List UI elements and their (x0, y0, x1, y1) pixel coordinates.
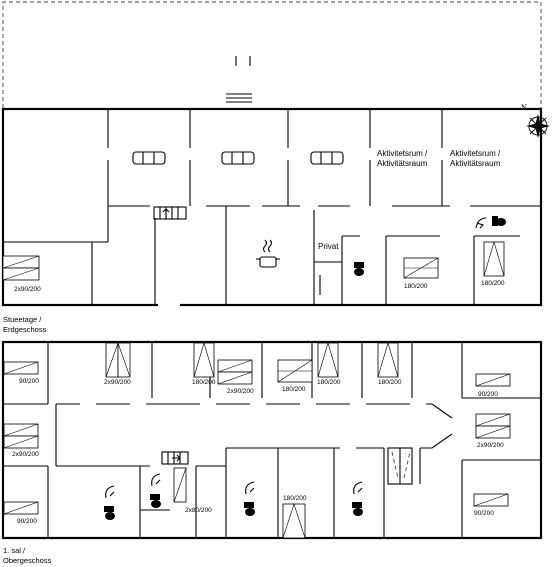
wardrobe-icon (387, 447, 413, 485)
bed-size-label: 180/200 (282, 386, 306, 393)
first-interior-walls (3, 342, 541, 538)
bed-size-label: 180/200 (404, 283, 428, 290)
bed-icon (475, 373, 511, 387)
bed-size-label: 180/200 (378, 379, 402, 386)
ground-staircase (153, 206, 187, 220)
corridor-outline (55, 403, 453, 467)
svg-text:N: N (521, 104, 527, 112)
bed-icon (3, 361, 39, 375)
bed-icon (377, 342, 399, 378)
bed-icon (2, 255, 40, 281)
bed-size-label: 180/200 (317, 379, 341, 386)
toilet-icon (492, 216, 506, 226)
bed-size-label: 90/200 (478, 391, 498, 398)
bed-icon (3, 423, 39, 449)
bed-size-label: 2x90/200 (477, 442, 504, 449)
bed-icon (403, 257, 439, 279)
ground-floor-label: Stueetage / (3, 315, 42, 324)
first-staircase (161, 451, 189, 465)
bed-size-label: 2x90/200 (12, 451, 39, 458)
toilet-icon (104, 485, 115, 520)
bed-size-label: 2x90/200 (227, 388, 254, 395)
terrace-outline (2, 1, 542, 108)
kitchen-pot-icon (256, 239, 280, 268)
toilet-icon (354, 262, 364, 276)
bed-icon (483, 241, 505, 277)
bed-size-label: 2x80/200 (185, 507, 212, 514)
activity-room-label: Aktivitätsraum (377, 159, 428, 168)
shower-icon (475, 217, 487, 229)
first-floor: 90/200 2x90/200 90/200 2x90/200 180/200 (1, 340, 543, 565)
sofa-icon (221, 151, 255, 165)
bed-size-label: 90/200 (474, 510, 494, 517)
first-outer-wall (1, 340, 543, 540)
bed-icon (3, 501, 39, 515)
bed-icon (282, 503, 306, 539)
sofa-icon (310, 151, 344, 165)
first-floor-label: 1. sal / (3, 546, 26, 555)
ground-outer-wall (1, 107, 543, 307)
bed-icon (193, 342, 215, 378)
bed-icon (317, 342, 339, 378)
bed-size-label: 90/200 (19, 378, 39, 385)
bed-size-label: 180/200 (283, 495, 307, 502)
bed-icon (217, 359, 253, 385)
bed-icon (277, 359, 313, 383)
activity-room-label: Aktivitetsrum / (377, 149, 428, 158)
bed-icon (173, 467, 187, 503)
bed-icon (475, 413, 511, 439)
ground-interior-walls (3, 109, 541, 305)
bed-size-label: 90/200 (17, 518, 37, 525)
ground-floor-label: Erdgeschoss (3, 325, 47, 334)
activity-room-label: Aktivitätsraum (450, 159, 501, 168)
bed-size-label: 2x90/200 (104, 379, 131, 386)
toilet-icon (150, 473, 161, 508)
bed-size-label: 180/200 (481, 280, 505, 287)
bed-icon (105, 342, 131, 378)
compass-rose-icon: N (521, 104, 550, 138)
entrance-steps (226, 56, 252, 103)
toilet-icon (352, 481, 363, 516)
bed-size-label: 2x90/200 (14, 286, 41, 293)
bed-size-label: 180/200 (192, 379, 216, 386)
private-room-label: Privat (318, 242, 339, 251)
ground-floor: Aktivitetsrum / Aktivitätsraum Aktivitet… (1, 1, 543, 334)
sofa-icon (132, 151, 166, 165)
first-floor-label: Obergeschoss (3, 556, 52, 565)
toilet-icon (244, 481, 255, 516)
bed-icon (473, 493, 509, 507)
activity-room-label: Aktivitetsrum / (450, 149, 501, 158)
